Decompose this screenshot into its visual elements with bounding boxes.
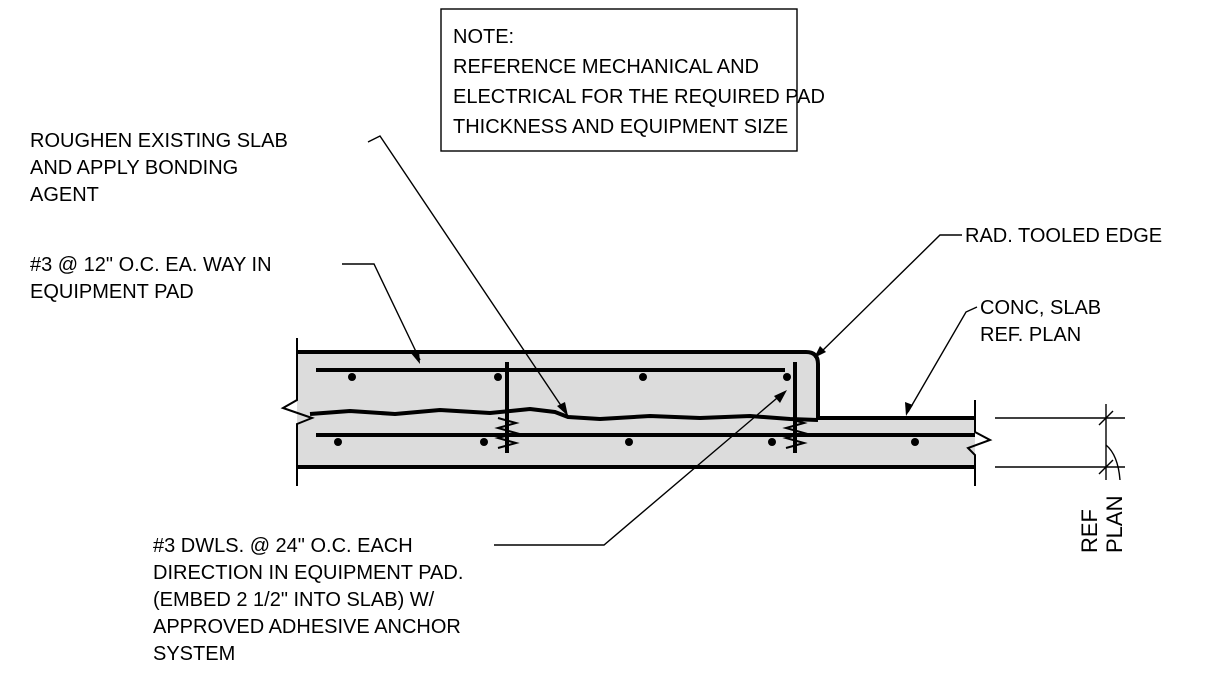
conc-slab-line-1: CONC, SLAB	[980, 297, 1101, 319]
conc-slab-line-2: REF. PLAN	[980, 324, 1081, 346]
left-break-line	[280, 338, 315, 486]
roughen-label: ROUGHEN EXISTING SLAB AND APPLY BONDING …	[30, 130, 288, 206]
tooled-edge-leader	[817, 234, 962, 356]
rebar-line-2: EQUIPMENT PAD	[30, 281, 194, 303]
dowel-leader	[494, 392, 784, 546]
rebar-line-1: #3 @ 12" O.C. EA. WAY IN	[30, 254, 272, 276]
existing-slab	[297, 420, 975, 467]
dowels-line-4: APPROVED ADHESIVE ANCHOR	[153, 616, 461, 638]
right-break-line	[966, 400, 993, 486]
dowel-right	[782, 362, 808, 453]
roughen-line-2: AND APPLY BONDING	[30, 157, 238, 179]
roughened-interface	[309, 407, 819, 422]
roughen-leader	[367, 135, 569, 417]
tooled-edge-line-1: RAD. TOOLED EDGE	[965, 225, 1162, 247]
rebar-label: #3 @ 12" O.C. EA. WAY IN EQUIPMENT PAD	[30, 254, 272, 303]
concrete-section	[280, 338, 993, 486]
dowels-line-1: #3 DWLS. @ 24" O.C. EACH	[153, 535, 413, 557]
leaders	[342, 135, 978, 546]
rebar-leader	[342, 263, 421, 361]
tooled-edge-label: RAD. TOOLED EDGE	[965, 225, 1162, 247]
dowels-label: #3 DWLS. @ 24" O.C. EACH DIRECTION IN EQ…	[153, 535, 463, 665]
equipment-pad	[297, 352, 818, 420]
dowels-line-2: DIRECTION IN EQUIPMENT PAD.	[153, 562, 463, 584]
dowels-line-5: SYSTEM	[153, 643, 235, 665]
ref-plan-dimension: REF PLAN	[995, 404, 1127, 553]
pad-outline	[297, 350, 820, 418]
dowel-left	[494, 362, 520, 453]
note-line-4: THICKNESS AND EQUIPMENT SIZE	[453, 116, 788, 138]
roughen-line-1: ROUGHEN EXISTING SLAB	[30, 130, 288, 152]
note-line-3: ELECTRICAL FOR THE REQUIRED PAD	[453, 86, 825, 108]
plan-label: PLAN	[1102, 496, 1127, 553]
dowels-line-3: (EMBED 2 1/2" INTO SLAB) W/	[153, 589, 435, 611]
rebar-dots	[334, 373, 919, 446]
note-line-2: REFERENCE MECHANICAL AND	[453, 56, 759, 78]
ref-label: REF	[1077, 509, 1102, 553]
conc-slab-label: CONC, SLAB REF. PLAN	[980, 297, 1101, 346]
roughen-line-3: AGENT	[30, 184, 99, 206]
note-box: NOTE: REFERENCE MECHANICAL AND ELECTRICA…	[440, 8, 825, 152]
conc-slab-leader	[907, 306, 978, 413]
note-line-1: NOTE:	[453, 26, 514, 48]
